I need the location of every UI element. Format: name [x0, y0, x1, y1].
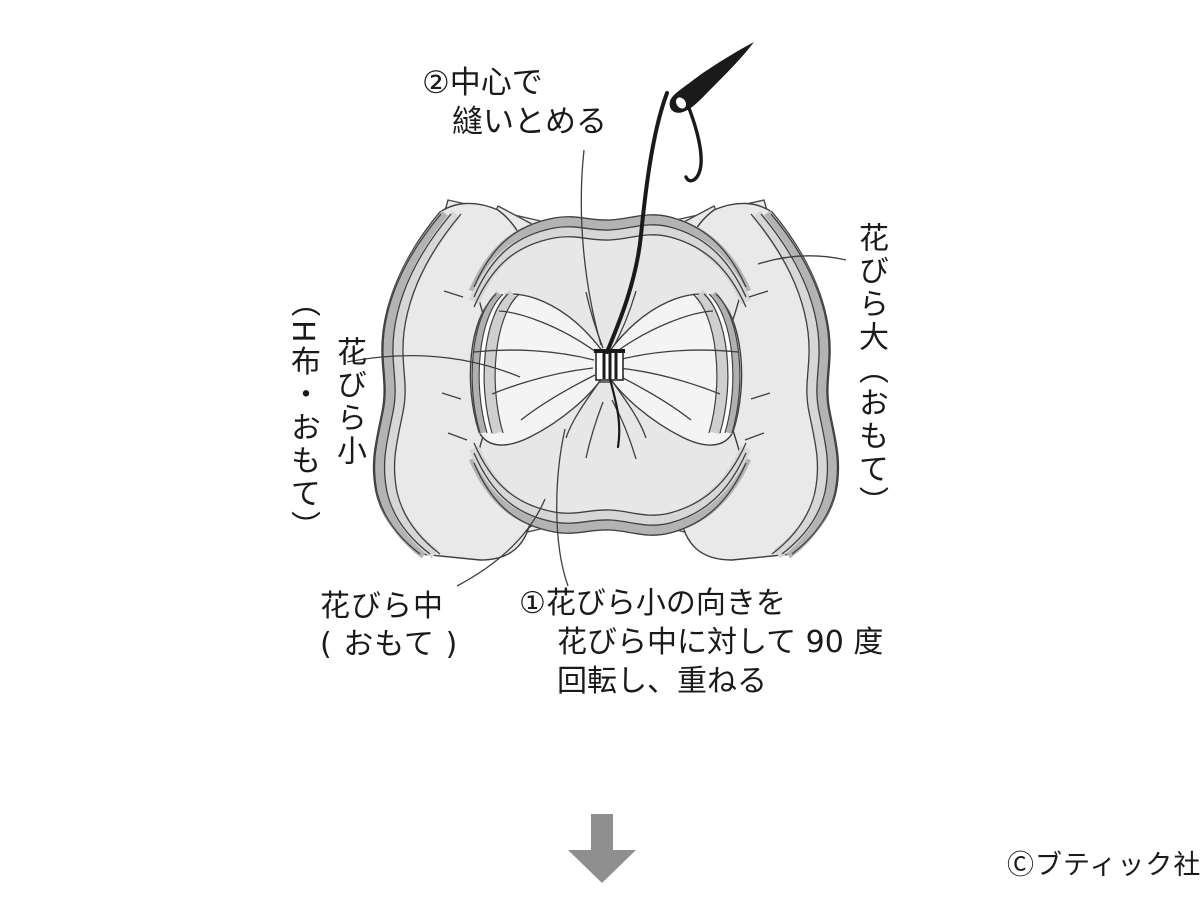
petal-mid-label: 花びら中 ( おもて ) — [320, 588, 458, 664]
leader-step1 — [556, 428, 569, 587]
down-arrow-icon — [568, 814, 636, 883]
copyright-notice: Ⓒブティック社 — [1007, 850, 1200, 881]
needle-icon — [669, 42, 754, 113]
leader-step2 — [580, 149, 602, 346]
leader-petal-small — [346, 354, 521, 378]
petal-mid-line2: ( おもて ) — [320, 627, 459, 662]
step2-annotation: ②中心で 縫いとめる — [422, 64, 607, 142]
leader-petal-mid — [456, 498, 546, 587]
petal-mid-line1: 花びら中 — [320, 589, 444, 624]
center-stitch — [594, 349, 625, 381]
petal-small-label: 花びら小 — [331, 336, 366, 468]
thread — [605, 91, 703, 449]
petal-small-right-lobe — [607, 289, 771, 446]
petal-large-label: 花びら大（おもて） — [853, 222, 888, 519]
step2-line2: 縫いとめる — [452, 104, 607, 140]
leader-lines — [346, 149, 847, 587]
step1-annotation: ①花びら小の向きを 花びら中に対して 90 度 回転し、重ねる — [519, 584, 883, 701]
step1-line1: ①花びら小の向きを — [519, 586, 786, 621]
step1-line3: 回転し、重ねる — [557, 664, 767, 699]
leader-petal-large — [757, 255, 847, 265]
petal-small-fabric-note: （H布・おもて） — [285, 287, 320, 544]
petal-small-left-lobe — [441, 289, 605, 446]
step2-line1: ②中心で — [422, 65, 543, 101]
step1-line2: 花びら中に対して 90 度 — [557, 625, 884, 660]
